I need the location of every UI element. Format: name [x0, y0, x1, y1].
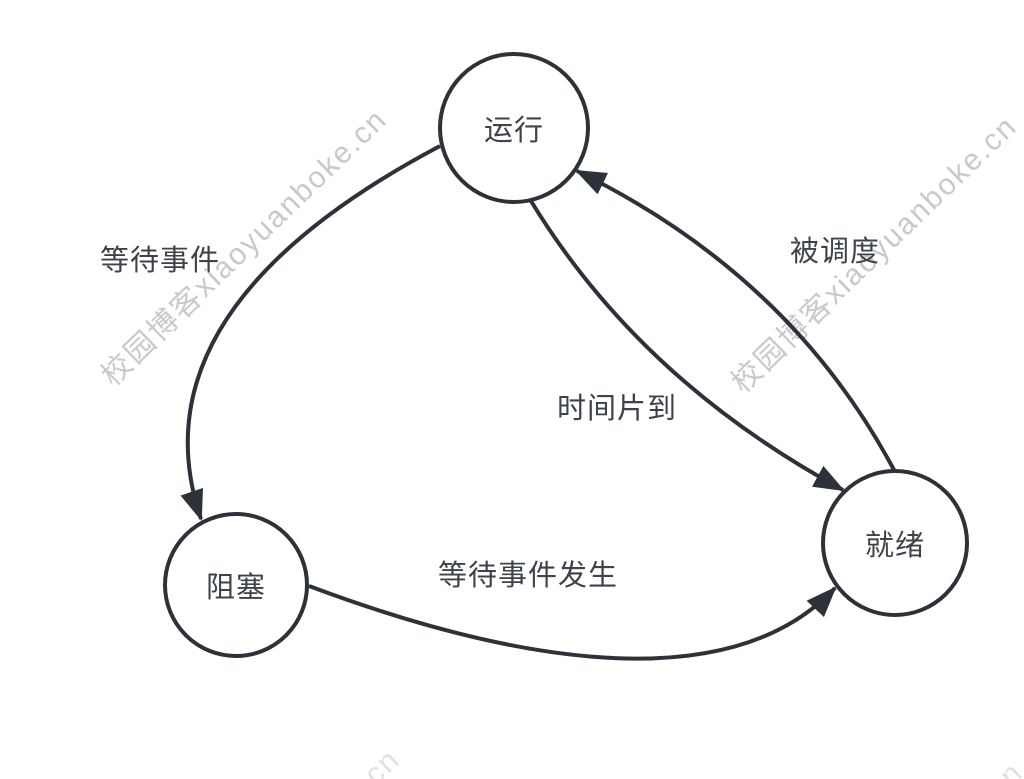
- edge-scheduled-arrow: [574, 169, 896, 471]
- node-blocked-label: 阻塞: [205, 572, 266, 604]
- edge-label-timeslice: 时间片到: [557, 393, 678, 425]
- node-ready-label: 就绪: [864, 530, 925, 562]
- edge-label-scheduled: 被调度: [790, 236, 881, 268]
- edge-timeslice-arrow: [529, 199, 846, 492]
- edge-label-event-occurs: 等待事件发生: [438, 560, 619, 592]
- edge-event-occurs-arrow: [308, 584, 837, 661]
- edge-label-wait-event: 等待事件: [100, 245, 221, 277]
- node-blocked: 阻塞: [163, 512, 309, 658]
- edge-wait-event-arrow: [180, 144, 441, 522]
- node-running: 运行: [438, 52, 590, 204]
- node-running-label: 运行: [483, 115, 544, 147]
- node-ready: 就绪: [821, 469, 969, 617]
